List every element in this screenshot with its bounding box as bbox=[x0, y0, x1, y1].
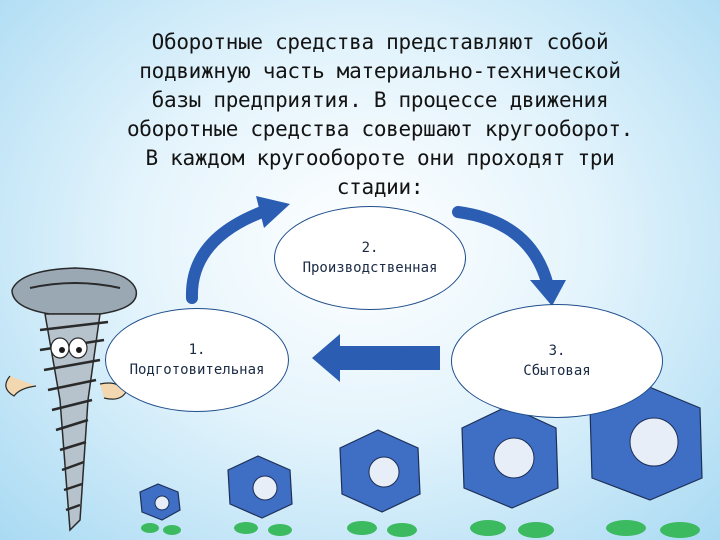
arrow-sale-to-prep bbox=[340, 346, 440, 370]
stage-sales: 3. Сбытовая bbox=[451, 304, 663, 418]
intro-text: Оборотные средства представляют собой по… bbox=[126, 30, 634, 199]
stage-number: 3. bbox=[548, 343, 566, 359]
cycle-arrows bbox=[185, 196, 566, 382]
stage-number: 1. bbox=[188, 342, 206, 358]
stage-preparatory: 1. Подготовительная bbox=[105, 308, 289, 412]
arrow-prep-to-prod bbox=[185, 206, 268, 304]
stage-label: Подготовительная bbox=[129, 362, 265, 378]
screw-character bbox=[5, 267, 138, 532]
stage-label: Производственная bbox=[302, 260, 438, 276]
stage-label: Сбытовая bbox=[523, 363, 591, 379]
stage-number: 2. bbox=[361, 240, 379, 256]
stage-production: 2. Производственная bbox=[274, 206, 466, 310]
hex-nut-character bbox=[139, 383, 703, 538]
arrow-prod-to-sale bbox=[452, 206, 554, 292]
